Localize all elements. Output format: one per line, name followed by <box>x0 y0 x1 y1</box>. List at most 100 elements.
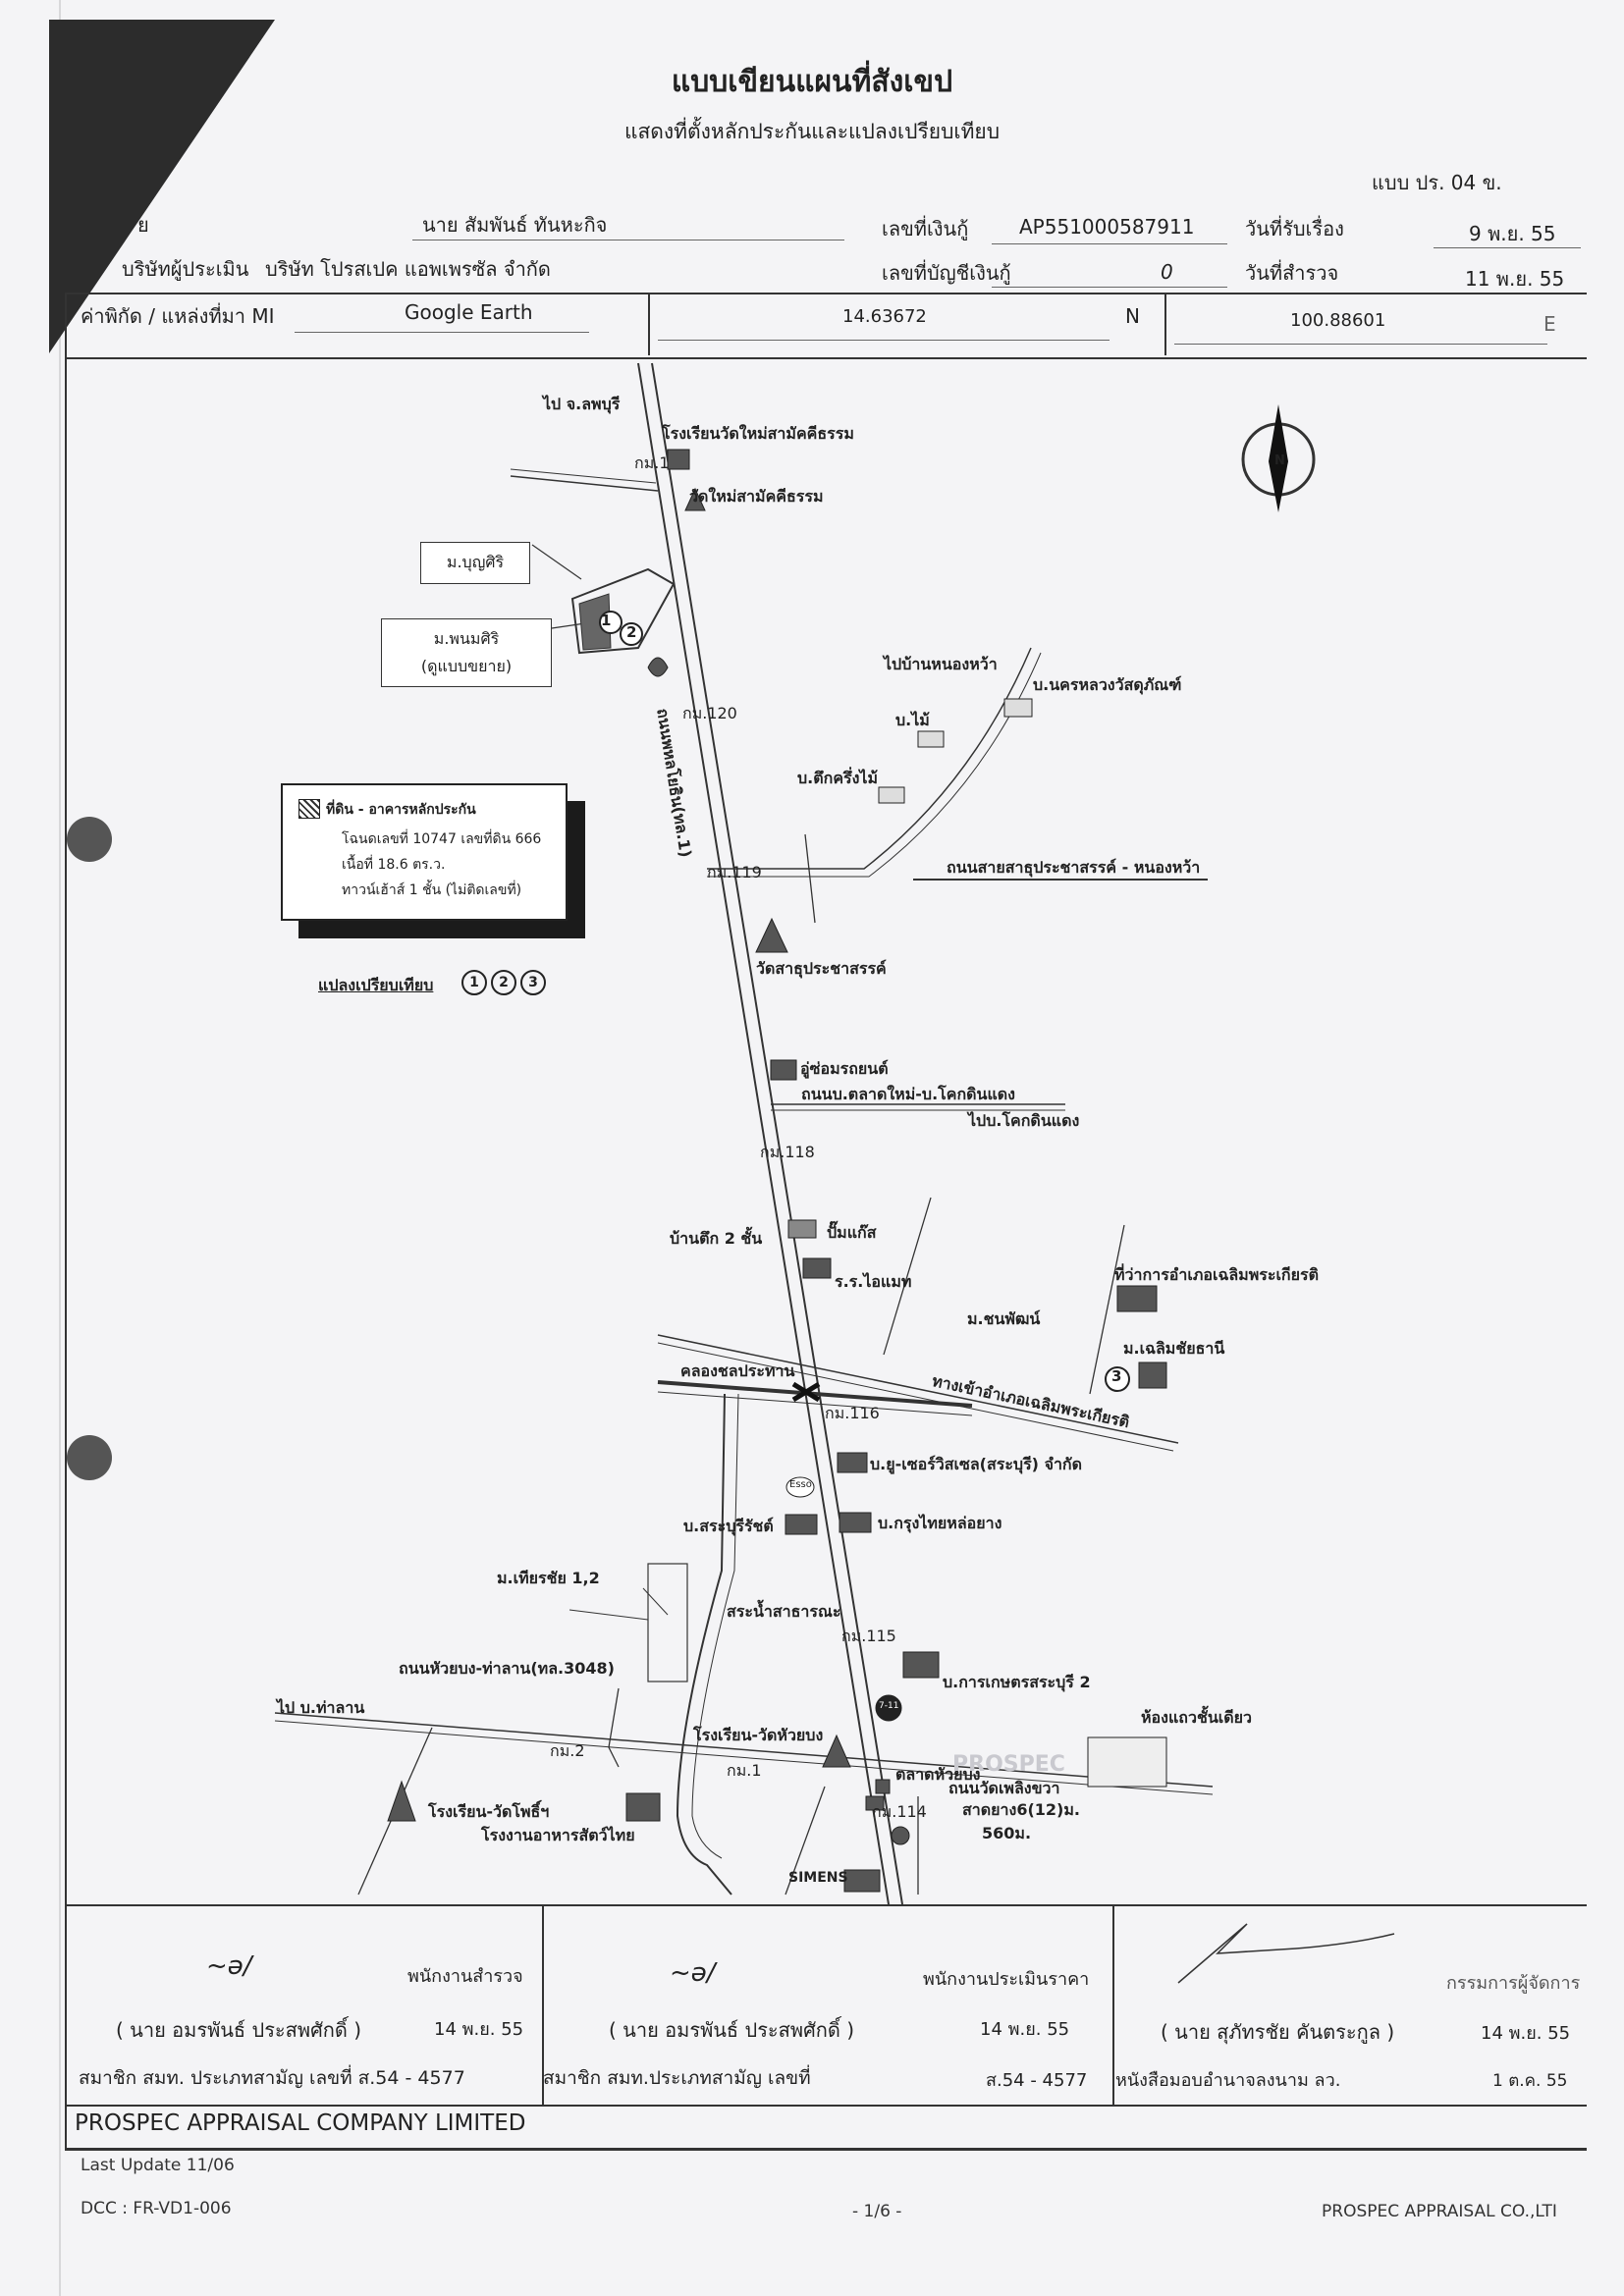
road-stub-2 <box>883 1197 932 1356</box>
canal-vertical <box>676 1393 732 1896</box>
row-houses-icon <box>1087 1736 1167 1788</box>
legend-building: ทาวน์เฮ้าส์ 1 ชั้น (ไม่ติดเลขที่) <box>342 882 522 898</box>
school-huaibong-icon <box>822 1734 851 1768</box>
temple-satu-icon <box>755 917 788 953</box>
company-name: PROSPEC APPRAISAL COMPANY LIMITED <box>75 2110 526 2136</box>
subject-plot-hatch <box>578 593 612 651</box>
received-date: 9 พ.ย. 55 <box>1469 222 1556 245</box>
district-office-icon <box>1116 1285 1158 1312</box>
marker-2-circle <box>620 622 643 646</box>
market-icon <box>875 1779 891 1794</box>
label-market-huaibong: ตลาดหัวยบง <box>895 1765 981 1784</box>
label-m-chalerm: ม.เฉลิมชัยธานี <box>1123 1339 1225 1358</box>
folded-corner <box>49 20 275 353</box>
theerachai-leader-2 <box>568 1609 649 1621</box>
comparison-markers: 1 2 3 <box>461 970 546 995</box>
sig3-date: 14 พ.ย. 55 <box>1481 2023 1571 2044</box>
comparison-marker-2: 2 <box>491 970 516 995</box>
road-huaibong <box>274 1712 1214 1788</box>
label-animal-feed: โรงงานอาหารสัตว์ไทย <box>481 1826 635 1844</box>
loan-no-label: เลขที่เงินกู้ <box>882 217 969 240</box>
applicant-name: นาย สัมพันธ์ ทันหะกิจ <box>422 213 608 237</box>
signature-director <box>1177 1923 1395 1984</box>
marker-3-circle <box>1105 1366 1130 1392</box>
label-two-storey: บ้านตึก 2 ชั้น <box>670 1229 763 1248</box>
road-huaibong-2 <box>274 1720 1214 1795</box>
canal-vertical-2 <box>691 1393 739 1859</box>
road-satu-2 <box>707 652 1042 878</box>
label-kankaset: บ.การเกษตรสระบุรี 2 <box>943 1673 1091 1691</box>
label-km119: กม.119 <box>707 863 762 881</box>
comparison-marker-1: 1 <box>461 970 487 995</box>
legend-box: ที่ดิน - อาคารหลักประกัน โฉนดเลขที่ 1074… <box>281 783 568 921</box>
label-school1: โรงเรียนวัดใหม่สามัคคีธรรม <box>662 424 854 443</box>
account-label: เลขที่บัญชีเงินกู้ <box>882 261 1011 285</box>
label-canal: คลองชลประทาน <box>680 1362 795 1380</box>
label-road-talat: ถนนบ.ตลาดใหม่-บ.โคกดินแดง <box>801 1085 1015 1103</box>
theerachai-leader <box>642 1587 669 1616</box>
label-km1: กม.1 <box>727 1761 762 1780</box>
label-km-top: กม.1 <box>634 454 670 472</box>
sig1-name: ( นาย อมรพันธ์ ประสพศักดิ์ ) <box>116 2018 362 2042</box>
label-esso: Esso <box>789 1479 812 1490</box>
sig3-role: กรรมการผู้จัดการ <box>1446 1973 1581 1994</box>
label-bmai: บ.ไม้ <box>895 711 930 729</box>
krungthai-icon <box>839 1512 872 1533</box>
label-temple1: วัดใหม่สามัคคีธรรม <box>689 487 824 506</box>
leader-bunsiri <box>531 544 582 580</box>
comparison-label: แปลงเปรียบเทียบ <box>318 976 434 994</box>
label-km116: กม.116 <box>825 1404 880 1422</box>
sig3-name: ( นาย สุภัทรชัย คันตระกูล ) <box>1161 2020 1395 2044</box>
label-road-wat-pho: ถนนวัดเพลิงขวา <box>948 1779 1060 1797</box>
chalerm-icon <box>1138 1362 1167 1389</box>
form-code: แบบ ปร. 04 ข. <box>1372 171 1502 194</box>
canal-line-2 <box>657 1391 973 1416</box>
page-number: - 1/6 - <box>852 2202 902 2221</box>
label-to-thalan: ไป บ.ท่าลาน <box>277 1698 365 1717</box>
road-km-top <box>510 475 659 492</box>
punch-hole-bottom <box>67 1435 112 1480</box>
label-km2: กม.2 <box>550 1741 585 1760</box>
label-bunsiri: ม.บุญศิริ <box>446 553 505 571</box>
label-house-nakhon: บ.นครหลวงวัสดุภัณฑ์ <box>1033 675 1182 694</box>
label-siemens: SIMENS <box>788 1870 848 1886</box>
saraburi-rat-icon <box>785 1514 818 1535</box>
label-krungthai: บ.กรุงไทยหล่อยาง <box>878 1514 1002 1532</box>
leader-phanomsiri <box>551 622 586 629</box>
sig2-date: 14 พ.ย. 55 <box>980 2019 1070 2040</box>
house-teuk-icon <box>878 786 905 804</box>
sig3-member-label: หนังสือมอบอำนาจลงนาม ลว. <box>1115 2070 1341 2091</box>
marker-1-circle <box>599 611 623 634</box>
sig3-member-no: 1 ต.ค. 55 <box>1492 2071 1568 2091</box>
label-km120: กม.120 <box>682 704 737 722</box>
legend-area: เนื้อที่ 18.6 ตร.ว. <box>342 857 446 873</box>
garage-icon <box>770 1059 797 1081</box>
road-km-top-2 <box>510 468 657 484</box>
school-phothi-icon <box>387 1780 416 1822</box>
animal-feed-icon <box>625 1792 661 1822</box>
label-km115: กม.115 <box>841 1627 896 1645</box>
sig2-role: พนักงานประเมินราคา <box>923 1969 1090 1990</box>
signature-surveyor: ~ə/ <box>206 1951 252 1981</box>
watermark-prospec: PROSPEC <box>952 1752 1065 1777</box>
appraiser-label: บริษัทผู้ประเมิน <box>122 257 249 281</box>
coord-label: ค่าพิกัด / แหล่งที่มา MI <box>81 304 275 328</box>
plot-marker-3: 3 <box>1111 1367 1122 1385</box>
label-km118: กม.118 <box>760 1143 815 1161</box>
latitude: 14.63672 <box>842 306 927 327</box>
label-m-theerachai: ม.เทียรชัย 1,2 <box>497 1569 600 1587</box>
legend-hatch-swatch <box>298 799 320 819</box>
longitude-dir: E <box>1543 312 1556 336</box>
label-to-nongwa: ไปบ้านหนองหว้า <box>884 655 998 673</box>
highway-line-left <box>637 362 890 1905</box>
road-stub-3 <box>1089 1224 1125 1395</box>
company-short: PROSPEC APPRAISAL CO.,LTI <box>1322 2202 1557 2221</box>
north-arrow-needle <box>1269 404 1288 512</box>
label-phanomsiri: ม.พนมศิริ <box>433 629 500 648</box>
label-teuk-kreung: บ.ตึกครึ่งไม้ <box>797 769 879 787</box>
sig1-member: สมาชิก สมท. ประเภทสามัญ เลขที่ ส.54 - 45… <box>79 2067 465 2089</box>
theerachai-outline <box>647 1563 688 1682</box>
page-edge <box>59 0 61 2296</box>
school1-icon <box>667 449 690 470</box>
page-subtitle: แสดงที่ตั้งหลักประกันและแปลงเปรียบเทียบ <box>623 120 1001 143</box>
